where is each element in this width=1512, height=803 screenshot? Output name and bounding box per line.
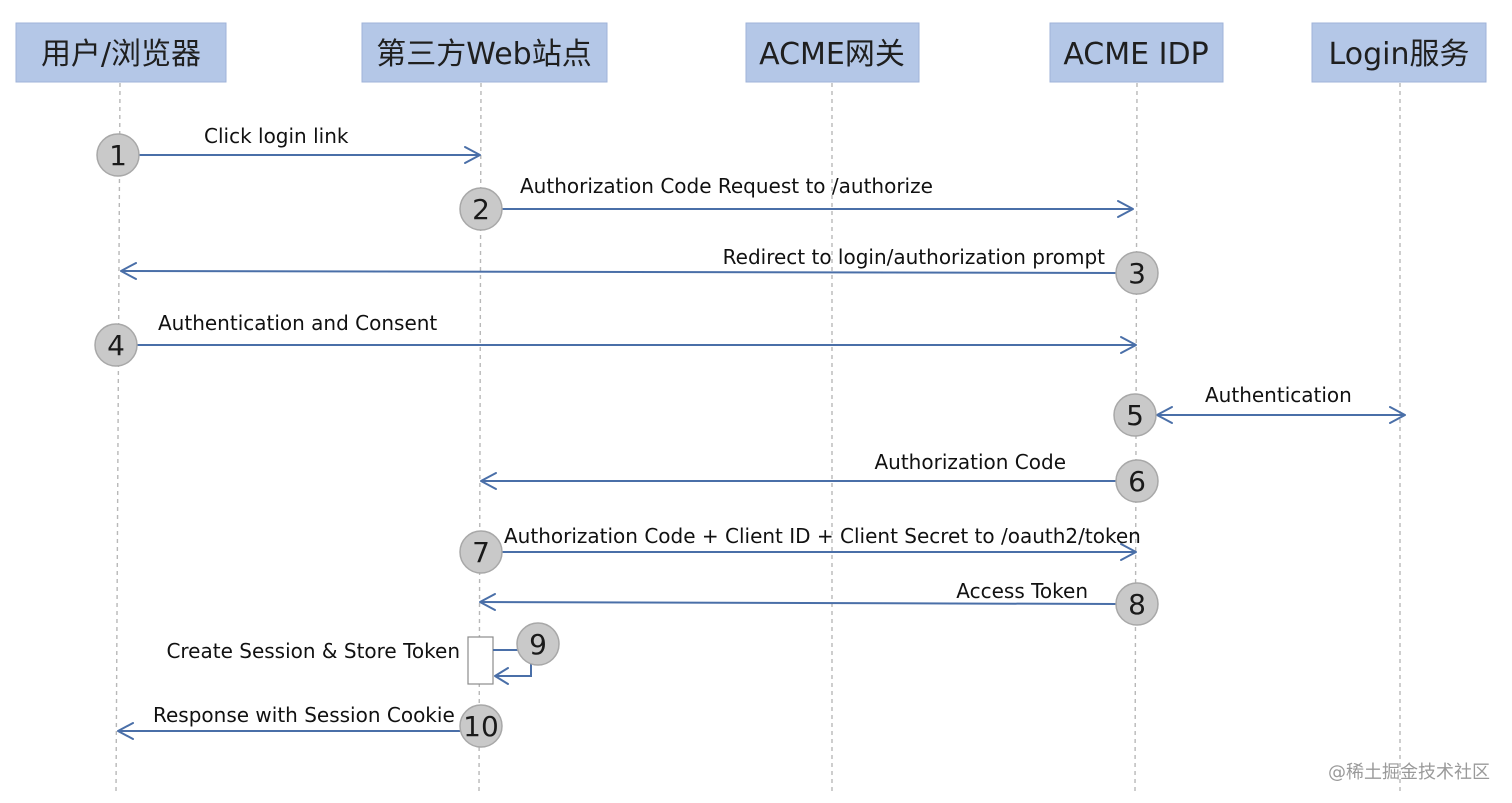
step-number: 5 bbox=[1126, 399, 1144, 432]
message-1: Click login link 1 bbox=[96, 124, 481, 177]
message-7: Authorization Code + Client ID + Client … bbox=[459, 524, 1141, 574]
message-2: Authorization Code Request to /authorize… bbox=[459, 174, 1134, 231]
step-number: 9 bbox=[529, 628, 547, 661]
arrowhead-left-icon bbox=[1156, 406, 1173, 424]
step-number: 1 bbox=[109, 139, 127, 172]
actor-label: Login服务 bbox=[1329, 37, 1470, 72]
arrowhead-left-icon bbox=[494, 667, 509, 685]
arrowhead-left-icon bbox=[120, 262, 137, 280]
arrowhead-right-icon bbox=[464, 146, 481, 164]
step-number: 7 bbox=[472, 536, 490, 569]
actor-label: ACME IDP bbox=[1063, 37, 1208, 72]
watermark: @稀土掘金技术社区 bbox=[1328, 762, 1490, 783]
actor-user: 用户/浏览器 bbox=[15, 22, 227, 83]
step-number: 10 bbox=[463, 710, 499, 743]
message-label: Authorization Code + Client ID + Client … bbox=[504, 524, 1141, 548]
step-number: 6 bbox=[1128, 465, 1146, 498]
message-6: Authorization Code 6 bbox=[480, 450, 1159, 503]
lifeline-user bbox=[115, 82, 121, 793]
message-label: Click login link bbox=[204, 124, 349, 148]
arrowhead-right-icon bbox=[1120, 336, 1137, 354]
actor-label: 用户/浏览器 bbox=[41, 37, 201, 72]
lifeline-site bbox=[478, 82, 482, 793]
step-number: 8 bbox=[1128, 588, 1146, 621]
message-3: Redirect to login/authorization prompt 3 bbox=[120, 245, 1159, 295]
actor-idp: ACME IDP bbox=[1049, 22, 1224, 83]
message-label: Authentication and Consent bbox=[158, 311, 437, 335]
message-5: Authentication 5 bbox=[1113, 383, 1406, 437]
arrowhead-right-icon bbox=[1117, 200, 1134, 218]
actor-login: Login服务 bbox=[1311, 22, 1487, 83]
lifeline-idp bbox=[1134, 82, 1138, 793]
step-number: 3 bbox=[1128, 257, 1146, 290]
message-4: Authentication and Consent 4 bbox=[94, 311, 1137, 367]
actor-gateway: ACME网关 bbox=[745, 22, 920, 83]
actor-site: 第三方Web站点 bbox=[361, 22, 608, 83]
actor-label: ACME网关 bbox=[759, 37, 905, 72]
arrowhead-left-icon bbox=[117, 722, 134, 740]
message-label: Access Token bbox=[956, 579, 1088, 603]
arrowhead-left-icon bbox=[480, 472, 497, 490]
message-label: Create Session & Store Token bbox=[166, 639, 460, 663]
arrowhead-right-icon bbox=[1120, 543, 1137, 561]
message-label: Response with Session Cookie bbox=[153, 703, 455, 727]
message-label: Authentication bbox=[1205, 383, 1352, 407]
arrowhead-right-icon bbox=[1389, 406, 1406, 424]
message-label: Authorization Code Request to /authorize bbox=[520, 174, 933, 198]
activation-box bbox=[467, 636, 494, 685]
step-number: 4 bbox=[107, 329, 125, 362]
message-label: Redirect to login/authorization prompt bbox=[723, 245, 1106, 269]
message-10: Response with Session Cookie 10 bbox=[117, 703, 503, 748]
message-9: Create Session & Store Token 9 bbox=[166, 622, 560, 685]
message-label: Authorization Code bbox=[874, 450, 1066, 474]
actor-label: 第三方Web站点 bbox=[376, 37, 591, 72]
message-8: Access Token 8 bbox=[479, 579, 1159, 626]
arrowhead-left-icon bbox=[479, 593, 496, 611]
step-number: 2 bbox=[472, 193, 490, 226]
